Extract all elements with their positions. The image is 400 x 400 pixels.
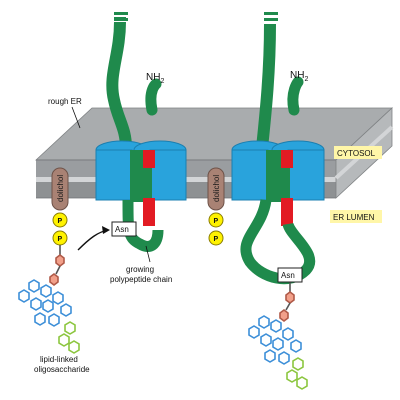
- dolichol-right: dolichol: [207, 167, 225, 211]
- right-signal-sequence: [281, 150, 293, 168]
- nh2-right-label: NH2: [290, 70, 308, 83]
- left-chain-incoming: [106, 21, 132, 149]
- asn-right-box: Asn: [277, 267, 303, 283]
- growing-pointer: [145, 245, 151, 263]
- right-translocon-body-left: [231, 149, 269, 201]
- phosphate-right-2: P: [214, 236, 219, 243]
- dolichol-left: dolichol: [51, 167, 69, 211]
- lipid-label-1: lipid-linked: [40, 355, 78, 364]
- asn-left-label: Asn: [115, 225, 129, 234]
- oligosaccharide-right: [248, 282, 308, 390]
- left-chain-nterm: [145, 78, 162, 116]
- left-signal-anchor: [143, 198, 155, 226]
- phosphate-left-2: P: [58, 236, 63, 243]
- nh2-left-label: NH2: [146, 72, 164, 85]
- right-translocon-complex: [231, 23, 325, 285]
- growing-label-1: growing: [126, 265, 154, 274]
- right-chain-nterm: [287, 76, 304, 116]
- left-translocon-body-right: [149, 149, 187, 201]
- left-translocon-body-left: [95, 149, 133, 201]
- lipid-label-2: oligosaccharide: [34, 365, 90, 374]
- left-signal-sequence: [143, 150, 155, 168]
- cytosol-label: CYTOSOL: [337, 149, 376, 158]
- er-lumen-label-box: ER LUMEN: [330, 210, 382, 223]
- cytosol-label-box: CYTOSOL: [334, 146, 382, 159]
- right-translocon-body-right: [287, 149, 325, 201]
- asn-left-box: Asn: [111, 221, 137, 237]
- right-chain-incoming: [256, 23, 276, 149]
- asn-right-label: Asn: [281, 271, 295, 280]
- left-chain-top-marks: [114, 12, 128, 21]
- er-lumen-label: ER LUMEN: [333, 213, 375, 222]
- phosphates-left: P P: [52, 212, 68, 246]
- rough-er-pointer: [71, 106, 81, 129]
- dolichol-left-label: dolichol: [56, 175, 65, 202]
- right-signal-anchor: [281, 198, 293, 226]
- oligosaccharide-left: [18, 245, 80, 354]
- phosphate-left-1: P: [58, 218, 63, 225]
- right-chain-loop: [240, 198, 316, 285]
- transfer-arrow: [77, 226, 110, 251]
- phosphate-right-1: P: [214, 218, 219, 225]
- right-chain-top-marks: [264, 12, 278, 21]
- dolichol-right-label: dolichol: [212, 175, 221, 202]
- left-translocon-complex: [95, 17, 187, 252]
- phosphates-right: P P: [208, 212, 224, 246]
- rough-er-label: rough ER: [48, 97, 82, 106]
- growing-label-2: polypeptide chain: [110, 275, 172, 284]
